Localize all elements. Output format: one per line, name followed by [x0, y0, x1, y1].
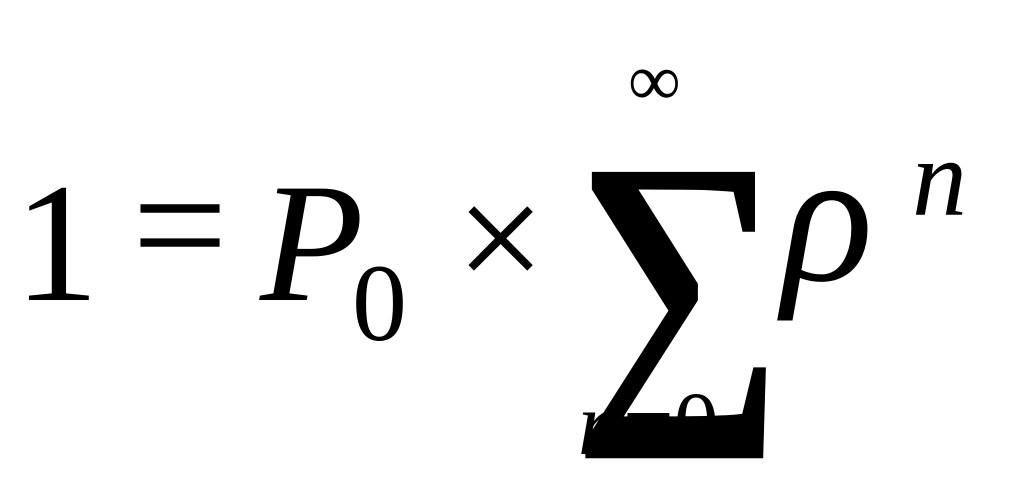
sum-lower-limit: n=0	[578, 380, 719, 470]
sum-upper-limit: ∞	[628, 40, 681, 122]
p-symbol: P	[260, 149, 364, 337]
p-subscript: 0	[352, 242, 407, 364]
rho-symbol: ρ	[782, 112, 874, 322]
times-sign: ×	[456, 151, 546, 326]
sum-lower-eq: =	[623, 375, 674, 474]
equals-sign: =	[132, 131, 228, 319]
summation-symbol: ∑	[572, 95, 784, 460]
lhs-one: 1	[14, 149, 99, 337]
exponent-n: n	[912, 117, 967, 239]
sum-lower-var: n	[578, 375, 623, 474]
sum-lower-val: 0	[673, 375, 719, 474]
